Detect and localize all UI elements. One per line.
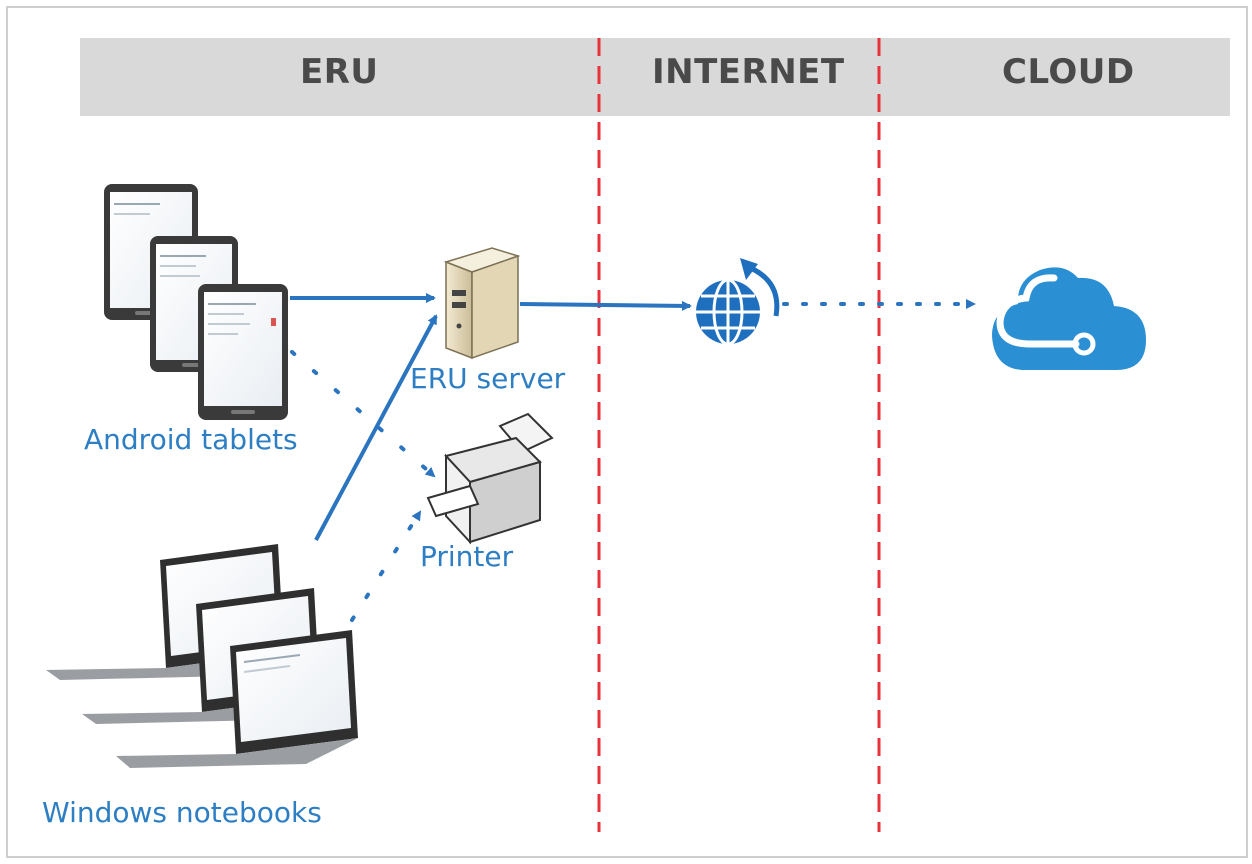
tablet-3 [198,284,288,420]
android-tablets-icon [104,184,288,420]
eru-server-icon [443,247,521,360]
windows-notebooks-icon [46,544,358,768]
zone-title-internet: INTERNET [652,52,845,92]
notebook-3 [116,630,358,768]
cloud-icon [992,267,1146,370]
globe-icon [696,258,780,346]
zone-title-eru: ERU [300,52,379,92]
link-notebooks-to-printer [350,510,422,622]
zone-title-cloud: CLOUD [1002,52,1135,92]
printer-label: Printer [420,540,514,573]
windows-notebooks-label: Windows notebooks [42,796,322,829]
link-notebooks-to-server [314,314,438,541]
eru-server-label: ERU server [410,362,566,395]
zone-header-band [80,38,1230,116]
android-tablets-label: Android tablets [84,423,298,456]
link-tablets-to-printer [290,350,436,478]
printer-icon [426,412,554,545]
link-server-to-globe [519,300,692,311]
